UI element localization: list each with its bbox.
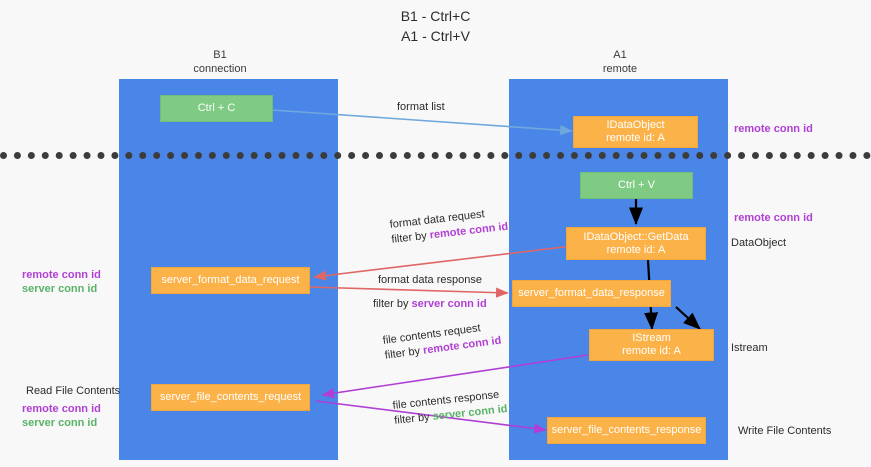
- annotation-remote-conn-id-mid: remote conn id: [734, 212, 813, 224]
- filter-key-server-conn-id: server conn id: [411, 298, 487, 310]
- node-idataobject-getdata[interactable]: IDataObject::GetData remote id: A: [566, 227, 706, 260]
- annotation-left-remote-conn-id-2: remote conn id: [22, 403, 101, 415]
- node-istream[interactable]: IStream remote id: A: [589, 329, 714, 361]
- annotation-left-remote-conn-id: remote conn id: [22, 269, 101, 281]
- node-server-file-contents-response[interactable]: server_file_contents_response: [547, 417, 706, 444]
- node-getdata-line2: remote id: A: [606, 243, 666, 256]
- edge-label-format-list: format list: [397, 101, 445, 113]
- edge-file-contents-request: [321, 354, 589, 399]
- node-ctrl-c[interactable]: Ctrl + C: [160, 95, 273, 122]
- annotation-read-file-contents: Read File Contents: [26, 385, 121, 397]
- lane-title-b1-line2: connection: [193, 63, 247, 75]
- edge-format-list: [271, 109, 573, 136]
- filter-prefix-2: filter by: [373, 298, 412, 310]
- annotation-left-server-conn-id: server conn id: [22, 283, 98, 295]
- title-line-2: A1 - Ctrl+V: [401, 28, 470, 44]
- filter-prefix: filter by: [390, 229, 431, 246]
- lane-title-b1-line1: B1: [213, 49, 227, 61]
- edge-label-format-data-response-line1: format data response: [378, 274, 482, 286]
- edge-format-data-request: [313, 245, 573, 281]
- lane-title-a1-line1: A1: [613, 49, 627, 61]
- edge-label-format-data-response: format data response: [378, 273, 482, 288]
- node-idataobject[interactable]: IDataObject remote id: A: [573, 116, 698, 148]
- node-server-format-data-request[interactable]: server_format_data_request: [151, 267, 310, 294]
- lane-title-b1: B1 connection: [150, 48, 290, 76]
- node-server-file-contents-request-label: server_file_contents_request: [159, 391, 302, 403]
- annotation-istream: Istream: [731, 342, 768, 354]
- edge-response-to-istream: [675, 306, 701, 330]
- node-server-format-data-request-label: server_format_data_request: [161, 274, 300, 286]
- edge-label-format-data-response-filter: filter by server conn id: [373, 297, 487, 312]
- title-line-1: B1 - Ctrl+C: [400, 8, 471, 24]
- diagram-title: B1 - Ctrl+C A1 - Ctrl+V: [0, 6, 871, 46]
- node-ctrl-c-line1: Ctrl + C: [197, 102, 236, 114]
- annotation-left-server-conn-id-2: server conn id: [22, 417, 98, 429]
- filter-prefix-4: filter by: [393, 410, 434, 427]
- phase-divider: [0, 152, 871, 159]
- node-idataobject-line2: remote id: A: [606, 132, 665, 144]
- node-istream-line1: IStream: [632, 332, 671, 344]
- edge-file-contents-response: [315, 400, 547, 434]
- annotation-write-file-contents: Write File Contents: [738, 425, 832, 437]
- node-ctrl-v[interactable]: Ctrl + V: [580, 172, 693, 199]
- lane-title-a1: A1 remote: [550, 48, 690, 76]
- annotation-remote-conn-id-top: remote conn id: [734, 123, 813, 135]
- node-server-format-data-response-label: server_format_data_response: [518, 287, 665, 299]
- node-server-format-data-response[interactable]: server_format_data_response: [512, 280, 671, 307]
- node-server-file-contents-request[interactable]: server_file_contents_request: [151, 384, 310, 411]
- lane-title-a1-line2: remote: [602, 63, 638, 75]
- node-server-file-contents-response-label: server_file_contents_response: [551, 424, 702, 436]
- node-idataobject-line1: IDataObject: [606, 119, 665, 131]
- filter-prefix-3: filter by: [384, 344, 424, 362]
- node-ctrl-v-line1: Ctrl + V: [618, 179, 655, 191]
- node-getdata-line1: IDataObject::GetData: [583, 230, 689, 243]
- edge-format-data-response: [307, 286, 509, 298]
- node-istream-line2: remote id: A: [622, 345, 681, 357]
- annotation-dataobject: DataObject: [731, 237, 787, 249]
